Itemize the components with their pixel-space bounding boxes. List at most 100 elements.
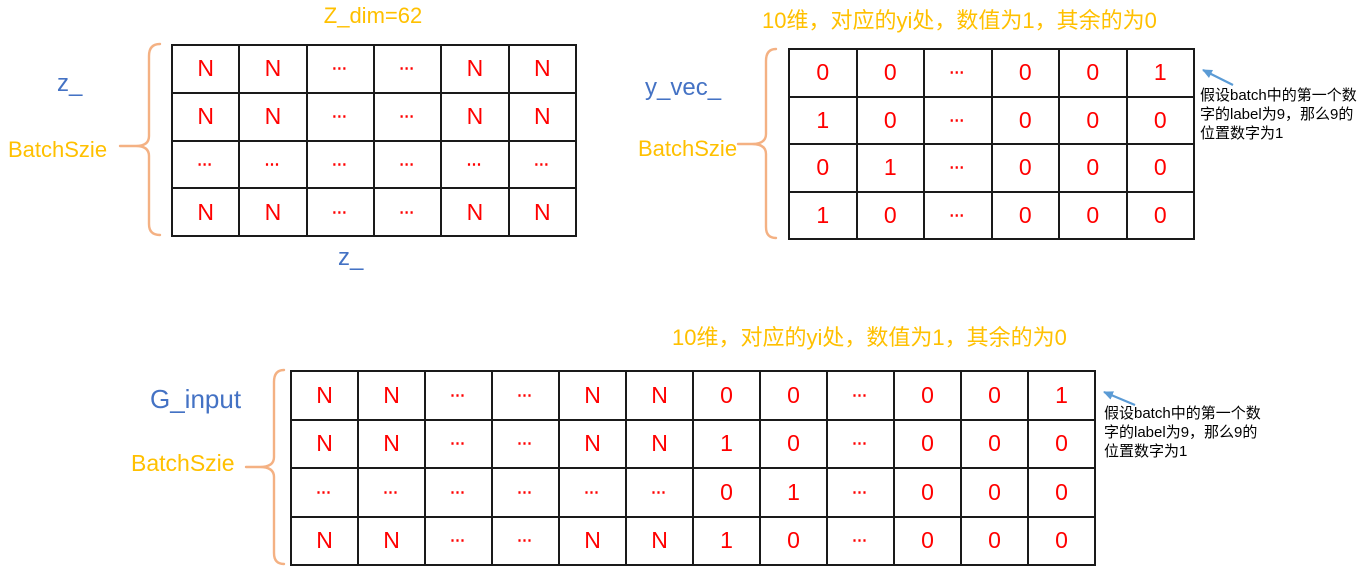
matrix-cell: N — [291, 419, 358, 468]
z-matrix-title: Z_dim=62 — [323, 3, 423, 28]
y-vec-annotation: 假设batch中的第一个数 字的label为9，那么9的 位置数字为1 — [1200, 86, 1357, 143]
matrix-cell: ⋯ — [291, 468, 358, 517]
matrix-cell: 0 — [789, 49, 857, 97]
matrix-cell: N — [626, 419, 693, 468]
matrix-cell: ⋯ — [559, 468, 626, 517]
matrix-cell: ⋯ — [508, 140, 576, 189]
matrix-cell: ⋯ — [425, 468, 492, 517]
matrix-cell: ⋯ — [358, 468, 425, 517]
matrix-cell: 0 — [1059, 144, 1127, 192]
matrix-cell: 1 — [856, 144, 924, 192]
matrix-cell: 0 — [991, 96, 1059, 144]
matrix-cell: 0 — [961, 371, 1028, 420]
matrix-cell: ⋯ — [425, 419, 492, 468]
matrix-cell: 0 — [760, 371, 827, 420]
y-vec-matrix-title: 10维，对应的yi处，数值为1，其余的为0 — [762, 8, 1157, 33]
matrix-cell: ⋯ — [827, 419, 894, 468]
matrix-cell: N — [291, 371, 358, 420]
matrix-cell: 0 — [760, 419, 827, 468]
matrix-cell: 0 — [1126, 144, 1194, 192]
matrix-cell: ⋯ — [306, 45, 374, 93]
matrix-cell: ⋯ — [425, 516, 492, 565]
matrix-cell: N — [559, 516, 626, 565]
matrix-cell: 1 — [760, 468, 827, 517]
matrix-cell: N — [291, 516, 358, 565]
matrix-cell: 0 — [961, 419, 1028, 468]
matrix-cell: 1 — [1126, 49, 1194, 97]
matrix-cell: 0 — [856, 96, 924, 144]
matrix-cell: ⋯ — [306, 140, 374, 189]
annotation-line: 位置数字为1 — [1104, 443, 1188, 460]
matrix-cell: ⋯ — [374, 140, 442, 189]
matrix-cell: 0 — [856, 191, 924, 239]
matrix-cell: ⋯ — [172, 140, 240, 189]
g-input-matrix-title: 10维，对应的yi处，数值为1，其余的为0 — [672, 325, 1067, 350]
matrix-cell: 0 — [991, 49, 1059, 97]
matrix-cell: ⋯ — [374, 188, 442, 236]
matrix-cell: N — [626, 516, 693, 565]
matrix-cell: 0 — [961, 468, 1028, 517]
matrix-cell: 0 — [1028, 468, 1095, 517]
annotation-line: 假设batch中的第一个数 — [1200, 87, 1357, 104]
matrix-cell: 0 — [1059, 191, 1127, 239]
matrix-cell: ⋯ — [492, 419, 559, 468]
matrix-cell: 0 — [991, 144, 1059, 192]
matrix-cell: N — [239, 188, 307, 236]
matrix-cell: 0 — [856, 49, 924, 97]
matrix-cell: 0 — [961, 516, 1028, 565]
g-input-var-label: G_input — [150, 384, 242, 414]
y-vec-batch-size-label: BatchSzie — [638, 136, 738, 161]
matrix-cell: ⋯ — [924, 144, 992, 192]
matrix-cell: N — [508, 45, 576, 93]
g-input-annotation: 假设batch中的第一个数 字的label为9，那么9的 位置数字为1 — [1104, 404, 1261, 461]
matrix-cell: N — [239, 45, 307, 93]
matrix-cell: N — [172, 45, 240, 93]
matrix-cell: N — [172, 92, 240, 141]
matrix-cell: 0 — [894, 468, 961, 517]
y-vec-batch-brace — [736, 47, 778, 240]
matrix-cell: N — [358, 516, 425, 565]
matrix-cell: N — [441, 45, 509, 93]
matrix-cell: ⋯ — [374, 92, 442, 141]
annotation-line: 假设batch中的第一个数 — [1104, 405, 1261, 422]
matrix-cell: ⋯ — [492, 516, 559, 565]
y-vec-annotation-arrow-icon — [1202, 69, 1234, 86]
matrix-cell: 0 — [894, 516, 961, 565]
matrix-cell: 1 — [789, 96, 857, 144]
matrix-cell: N — [358, 371, 425, 420]
annotation-line: 位置数字为1 — [1200, 125, 1284, 142]
matrix-cell: 0 — [1059, 49, 1127, 97]
matrix-cell: N — [626, 371, 693, 420]
matrix-cell: N — [508, 92, 576, 141]
matrix-cell: ⋯ — [827, 468, 894, 517]
matrix-cell: 0 — [693, 371, 760, 420]
matrix-cell: ⋯ — [924, 96, 992, 144]
matrix-cell: 0 — [894, 371, 961, 420]
matrix-cell: ⋯ — [306, 188, 374, 236]
g-input-batch-size-label: BatchSzie — [131, 450, 235, 476]
matrix-cell: 0 — [789, 144, 857, 192]
matrix-cell: ⋯ — [425, 371, 492, 420]
y-vec-var-label: y_vec_ — [645, 74, 722, 101]
matrix-cell: 1 — [789, 191, 857, 239]
matrix-cell: N — [441, 188, 509, 236]
matrix-cell: 0 — [760, 516, 827, 565]
matrix-cell: ⋯ — [239, 140, 307, 189]
matrix-cell: N — [172, 188, 240, 236]
matrix-cell: ⋯ — [626, 468, 693, 517]
z-var-label: z_ — [57, 70, 83, 97]
matrix-cell: 0 — [1059, 96, 1127, 144]
matrix-cell: 0 — [1028, 419, 1095, 468]
matrix-cell: 0 — [1126, 191, 1194, 239]
matrix-cell: N — [441, 92, 509, 141]
matrix-cell: ⋯ — [306, 92, 374, 141]
matrix-cell: ⋯ — [441, 140, 509, 189]
matrix-cell: 0 — [894, 419, 961, 468]
g-input-batch-brace — [244, 368, 286, 566]
annotation-line: 字的label为9，那么9的 — [1200, 106, 1354, 123]
annotation-line: 字的label为9，那么9的 — [1104, 424, 1258, 441]
